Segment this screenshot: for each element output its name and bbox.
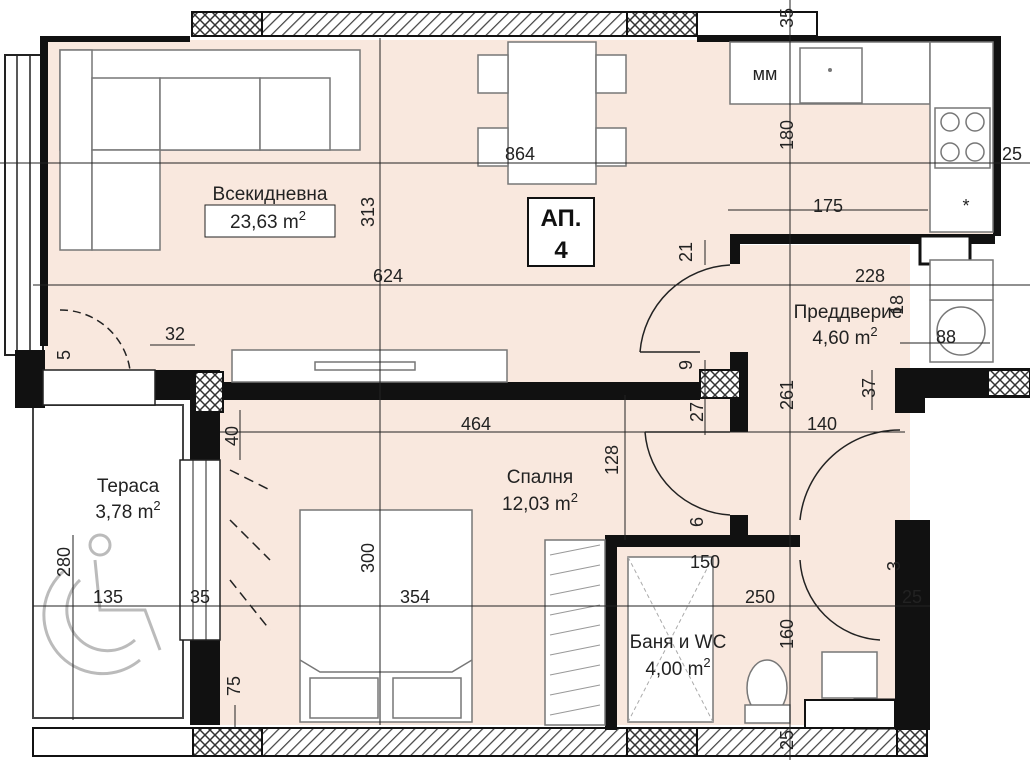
wall-bath-left xyxy=(605,535,617,730)
bedroom-name: Спалня xyxy=(507,467,573,488)
wall-right-lower xyxy=(895,520,930,730)
dim-35-top: 35 xyxy=(777,8,797,28)
wall-left xyxy=(40,36,48,346)
dim-88: 88 xyxy=(936,327,956,347)
room-label-living: Всекидневна 23,63 m2 xyxy=(204,184,336,238)
wall-top-right-end xyxy=(696,11,818,37)
living-room-name: Всекидневна xyxy=(213,184,328,205)
terrace-balcony-frame xyxy=(42,369,156,406)
dim-313: 313 xyxy=(358,197,378,227)
dim-128: 128 xyxy=(602,445,622,475)
wardrobe xyxy=(544,539,606,726)
bed xyxy=(299,509,473,723)
washbasin xyxy=(821,651,878,699)
dim-180: 180 xyxy=(777,120,797,150)
wall-bath-bottom-outline xyxy=(804,699,896,729)
toilet-tank xyxy=(744,704,791,724)
dim-32: 32 xyxy=(165,324,185,344)
wall-living-bedroom xyxy=(195,382,700,400)
bedroom-area: 12,03 m2 xyxy=(502,490,578,515)
hall-room-area: 4,60 m2 xyxy=(812,324,877,349)
dim-228: 228 xyxy=(855,266,885,286)
dim-175: 175 xyxy=(813,196,843,216)
terrace-name: Тераса xyxy=(97,476,160,497)
bath-room-area: 4,00 m2 xyxy=(645,655,710,680)
bath-room-name: Баня и WC xyxy=(630,632,727,653)
dim-18: 18 xyxy=(887,295,907,315)
apartment-label-line1: АП. xyxy=(541,205,582,232)
dim-75: 75 xyxy=(224,676,244,696)
terrace-door-frame xyxy=(179,459,221,641)
wall-hatch-block xyxy=(987,369,1030,397)
dim-160: 160 xyxy=(777,619,797,649)
apartment-label-line2: 4 xyxy=(554,237,568,264)
kitchen xyxy=(729,41,994,233)
wheelchair-icon xyxy=(42,533,162,676)
dim-140: 140 xyxy=(807,414,837,434)
dim-300: 300 xyxy=(358,543,378,573)
shower xyxy=(627,556,714,723)
mm-label: мм xyxy=(753,64,778,84)
dim-37: 37 xyxy=(859,378,879,398)
dim-261: 261 xyxy=(777,380,797,410)
hall-cabinet xyxy=(929,259,994,301)
dining-table xyxy=(477,41,627,185)
wall-hatch-bottom-right2 xyxy=(696,727,898,757)
dim-150: 150 xyxy=(690,552,720,572)
dim-464: 464 xyxy=(461,414,491,434)
dim-5: 5 xyxy=(54,350,74,360)
wall-hall-top xyxy=(730,234,995,244)
hall-room-name: Преддверие xyxy=(794,302,903,323)
door-swing-hall xyxy=(639,264,731,353)
wall-hall-stub xyxy=(730,234,740,264)
sofa xyxy=(59,49,361,251)
dim-35: 35 xyxy=(190,587,210,607)
door-swing-corridor xyxy=(799,559,881,641)
dim-25-top: 25 xyxy=(1002,144,1022,164)
wall-hatch-bottom xyxy=(261,727,628,757)
tv xyxy=(314,361,416,371)
wall-right-kitchen xyxy=(993,36,1001,236)
door-swing-terrace-2 xyxy=(229,469,271,631)
dim-21: 21 xyxy=(676,242,696,262)
wall-bottom-left-end xyxy=(32,727,194,757)
dim-9: 9 xyxy=(676,360,696,370)
door-swing-bedroom xyxy=(644,431,731,516)
wall-pillar-terrace xyxy=(155,370,195,400)
dim-280: 280 xyxy=(54,547,74,577)
wall-hatch-top xyxy=(261,11,628,37)
wall-hatch-bottom-left xyxy=(191,727,263,757)
wall-hatch-block xyxy=(194,371,224,413)
wall-top-right xyxy=(697,36,997,42)
wall-hatch-top-left xyxy=(191,11,263,37)
wall-right-mid xyxy=(895,368,925,413)
dim-135: 135 xyxy=(93,587,123,607)
dim-25-mid: 25 xyxy=(902,587,922,607)
dim-6: 6 xyxy=(687,517,707,527)
dim-864: 864 xyxy=(505,144,535,164)
living-room-area: 23,63 m2 xyxy=(230,208,306,233)
terrace-area: 3,78 m2 xyxy=(95,498,160,523)
apartment-label: АП. 4 xyxy=(527,197,595,267)
wall-hatch-top-right xyxy=(626,11,698,37)
wall-hatch-block xyxy=(699,369,741,399)
wall-hatch-bottom-right3 xyxy=(896,727,928,757)
star-label: * xyxy=(962,196,969,216)
wall-bath-top xyxy=(605,535,800,547)
dim-25-bottom: 25 xyxy=(777,730,797,750)
dim-250: 250 xyxy=(745,587,775,607)
wall-pillar-left xyxy=(15,350,45,408)
dim-624: 624 xyxy=(373,266,403,286)
wall-hatch-bottom-right xyxy=(626,727,698,757)
bedroom-floor-ext xyxy=(610,395,740,545)
wall-top-left xyxy=(40,36,190,42)
dim-27: 27 xyxy=(687,402,707,422)
dim-40: 40 xyxy=(222,426,242,446)
wall-left-window xyxy=(4,54,44,356)
dimension-labels: 864 180 313 175 21 25 624 228 18 88 32 5… xyxy=(54,8,1022,750)
dim-354: 354 xyxy=(400,587,430,607)
dim-3: 3 xyxy=(884,561,904,571)
